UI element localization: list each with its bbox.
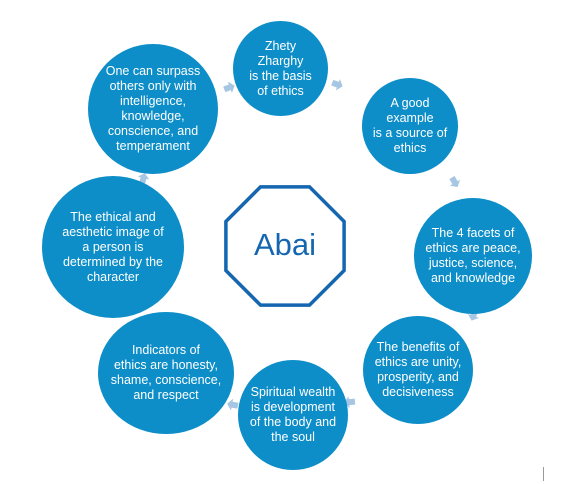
cycle-arrow — [227, 398, 239, 411]
node-text: Zhety Zharghy is the basis of ethics — [249, 38, 312, 98]
center-octagon — [224, 185, 346, 307]
node-indicators: Indicators of ethics are honesty, shame,… — [98, 312, 234, 434]
node-four-facets: The 4 facets of ethics are peace, justic… — [414, 198, 532, 314]
node-text: Spiritual wealth is development of the b… — [249, 385, 337, 444]
node-text: The ethical and aesthetic image of a per… — [62, 209, 164, 284]
center-label: Abai — [253, 227, 317, 262]
node-text: The benefits of ethics are unity, prospe… — [374, 340, 462, 399]
node-ethical-image: The ethical and aesthetic image of a per… — [42, 176, 184, 318]
node-text: The 4 facets of ethics are peace, justic… — [425, 226, 521, 285]
node-good-example: A good example is a source of ethics — [362, 78, 458, 174]
node-zhety-zharghy: Zhety Zharghy is the basis of ethics — [233, 21, 328, 116]
node-spiritual-wealth: Spiritual wealth is development of the b… — [238, 360, 348, 470]
node-text: One can surpass others only with intelli… — [105, 64, 201, 153]
node-benefits: The benefits of ethics are unity, prospe… — [363, 316, 473, 424]
center-hub: Abai — [220, 190, 350, 300]
cycle-arrow — [331, 79, 343, 91]
corner-tick-mark — [543, 467, 544, 481]
node-text: Indicators of ethics are honesty, shame,… — [110, 343, 222, 402]
node-text: A good example is a source of ethics — [372, 96, 448, 155]
cycle-arrow — [223, 81, 235, 93]
cycle-arrow — [449, 176, 461, 188]
node-surpass-others: One can surpass others only with intelli… — [88, 44, 218, 174]
